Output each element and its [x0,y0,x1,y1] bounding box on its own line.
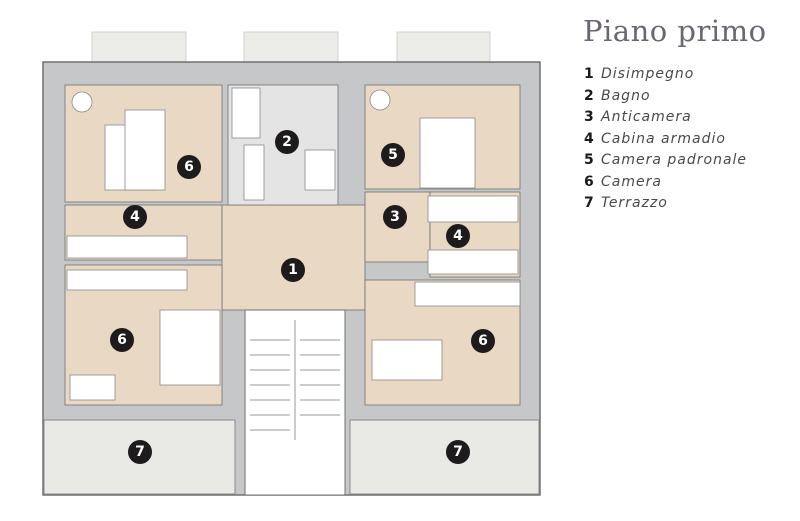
bathtub [231,87,261,139]
wardrobe [427,195,519,223]
top-balconies [91,31,491,65]
room-marker-bagno: 2 [275,130,299,154]
legend-item: 5 Camera padronale [584,152,747,174]
sink [243,144,265,201]
room-marker-terrazzo: 7 [446,440,470,464]
legend-number: 2 [584,87,594,104]
stairwell [244,309,346,496]
wardrobe [414,281,521,307]
legend-item: 1 Disimpegno [584,66,747,88]
legend-number: 7 [584,195,594,211]
terraces [43,419,540,495]
legend-number: 4 [584,130,594,147]
legend-number: 3 [584,109,594,125]
wardrobe [427,249,519,275]
legend-label: Camera padronale [601,152,748,168]
bed [371,339,443,381]
legend-label: Disimpegno [601,66,695,82]
legend-label: Terrazzo [601,195,668,211]
shower [304,149,336,191]
legend-number: 6 [584,173,594,190]
room-marker-camera: 6 [110,328,134,352]
room-marker-cabina-armadio: 4 [123,205,147,229]
furniture [66,87,521,401]
room-marker-camera-padronale: 5 [381,143,405,167]
legend-label: Camera [601,173,662,190]
legend-item: 3 Anticamera [584,109,747,131]
legend-label: Anticamera [601,109,692,125]
wardrobe [66,269,188,291]
legend-number: 1 [584,66,594,82]
room-marker-camera: 6 [471,329,495,353]
legend-item: 6 Camera [584,174,747,196]
room-marker-camera: 6 [177,155,201,179]
legend-item: 2 Bagno [584,88,747,110]
page-title: Piano primo [583,14,767,48]
legend-label: Cabina armadio [601,130,726,147]
room-marker-cabina-armadio: 4 [446,224,470,248]
legend-item: 7 Terrazzo [584,195,747,217]
legend: 1 Disimpegno 2 Bagno 3 Anticamera 4 Cabina a… [584,66,747,217]
armchair [369,89,391,111]
room-marker-disimpegno: 1 [281,258,305,282]
legend-number: 5 [584,152,594,168]
legend-item: 4 Cabina armadio [584,131,747,153]
room-marker-terrazzo: 7 [128,440,152,464]
armchair [71,91,93,113]
desk [69,374,116,401]
bed [159,309,221,386]
bed [419,117,476,189]
room-marker-anticamera: 3 [383,205,407,229]
legend-label: Bagno [601,87,651,104]
wardrobe [66,235,188,259]
